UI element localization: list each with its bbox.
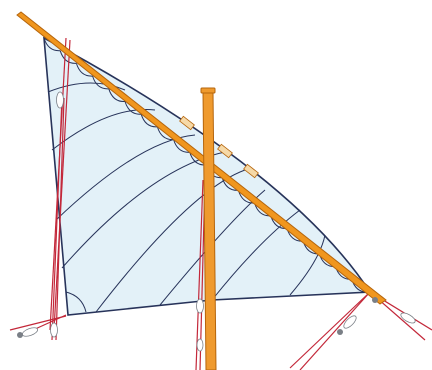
lacing-loop bbox=[108, 88, 126, 103]
rope-line bbox=[9, 315, 67, 331]
lacing-loop bbox=[221, 177, 239, 191]
pulley-block bbox=[343, 315, 357, 329]
pulley-block bbox=[196, 298, 204, 314]
yard-spar bbox=[16, 11, 387, 305]
rope-knobs bbox=[17, 297, 378, 338]
pulley-blocks bbox=[21, 91, 416, 352]
rope-line bbox=[299, 291, 371, 370]
rigging-lines bbox=[9, 37, 432, 370]
pulley-block bbox=[21, 327, 39, 337]
pulley-block bbox=[50, 322, 58, 338]
lacing-loop bbox=[43, 37, 61, 52]
rope-line bbox=[55, 97, 65, 341]
tack-corner-arc bbox=[65, 291, 87, 313]
yard-band bbox=[217, 143, 233, 159]
pulley-block bbox=[196, 338, 204, 352]
rope-knob bbox=[372, 297, 378, 303]
mast bbox=[202, 91, 217, 370]
seam-line bbox=[211, 209, 301, 301]
rope-knob bbox=[17, 332, 23, 338]
seam-line bbox=[47, 82, 126, 93]
rope-line bbox=[195, 179, 204, 370]
rope-line bbox=[289, 291, 371, 369]
lacing-loop bbox=[156, 126, 174, 141]
lacing-loop bbox=[140, 114, 158, 128]
rope-knob bbox=[337, 329, 343, 335]
lacing-loop bbox=[173, 139, 190, 153]
rope-line bbox=[51, 97, 63, 341]
mast-head bbox=[200, 87, 216, 94]
lacing-loop bbox=[75, 63, 93, 77]
seam-line bbox=[289, 234, 326, 296]
yard-band bbox=[243, 163, 259, 179]
yard-bands bbox=[179, 115, 259, 179]
rope-line bbox=[53, 39, 71, 331]
lacing-loop bbox=[92, 75, 109, 90]
yard-band bbox=[179, 115, 195, 131]
lacing-loop bbox=[124, 101, 142, 115]
seam-line bbox=[95, 169, 246, 313]
lacing-loop bbox=[59, 50, 77, 64]
pulley-block bbox=[56, 91, 64, 109]
seam-line bbox=[55, 134, 196, 221]
pulley-block bbox=[400, 312, 416, 324]
